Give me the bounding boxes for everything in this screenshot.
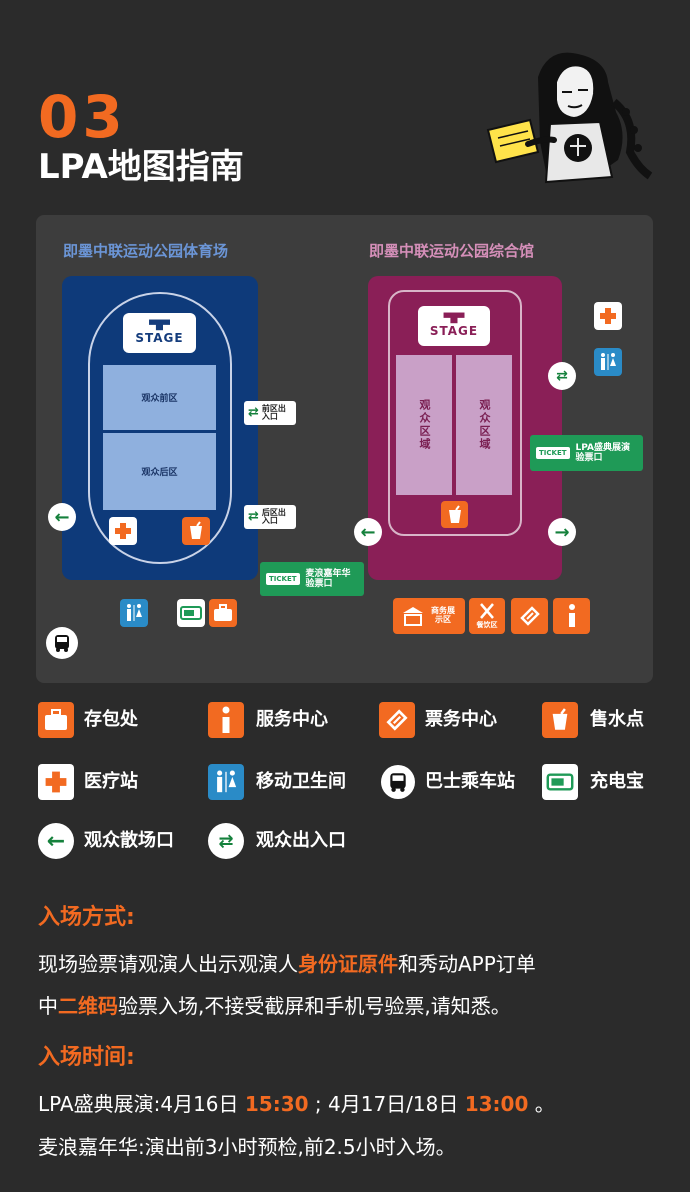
bus-icon — [381, 765, 415, 799]
toilet-icon — [208, 764, 244, 800]
lpa-ticket-check-sign: TICKET LPA盛典展演验票口 — [530, 435, 643, 471]
entry-exit-icon: ⇄ — [248, 509, 259, 525]
mailang-ticket-check-sign: TICKET 麦浪嘉年华验票口 — [260, 562, 364, 596]
tent-icon — [403, 607, 423, 626]
legend-label-ticket: 票务中心 — [425, 709, 497, 730]
legend-label-info: 服务中心 — [256, 709, 328, 730]
highlight-time-1530: 15:30 — [244, 1092, 309, 1116]
stadium-track — [88, 292, 232, 564]
front-audience-zone: 观众前区 — [103, 365, 216, 430]
legend-label-powerbank: 充电宝 — [590, 771, 644, 792]
cutlery-icon — [480, 603, 494, 619]
legend-label-bus: 巴士乘车站 — [425, 771, 515, 792]
entry-exit-icon: ⇄ — [248, 405, 259, 421]
medical-cross-icon — [594, 302, 622, 330]
info-icon — [208, 702, 244, 738]
entry-time-line2: 麦浪嘉年华:演出前3小时预检,前2.5小时入场。 — [38, 1135, 456, 1159]
business-area-sign: 商务展示区 — [393, 598, 465, 634]
highlight-id-card: 身份证原件 — [298, 952, 398, 976]
power-bank-icon — [542, 764, 578, 800]
entry-exit-icon: ⇄ — [548, 362, 576, 390]
entry-time-heading: 入场时间: — [38, 1045, 135, 1070]
entry-exit-icon: ⇄ — [208, 823, 244, 859]
stadium-stage: ▀█▀ STAGE — [123, 313, 196, 353]
drink-icon — [182, 517, 210, 545]
highlight-time-1300: 13:00 — [464, 1092, 529, 1116]
front-gate-sign: ⇄ 前区出入口 — [244, 401, 296, 425]
legend-label-luggage: 存包处 — [84, 709, 138, 730]
entry-method-heading: 入场方式: — [38, 905, 135, 930]
stage-logo-icon: ▀█▀ — [443, 313, 465, 324]
power-bank-icon — [177, 599, 205, 627]
dining-area-sign: 餐饮区 — [469, 598, 505, 634]
info-icon — [553, 598, 590, 634]
audience-zone-right: 观众区域 — [456, 355, 512, 495]
entry-time-line1: LPA盛典展演:4月16日 15:30 ; 4月17日/18日 13:00 。 — [38, 1092, 555, 1116]
exit-arrow-icon: ← — [354, 518, 382, 546]
toilet-icon — [120, 599, 148, 627]
arena-inner — [388, 290, 522, 536]
toilet-icon — [594, 348, 622, 376]
arena-stage: ▀█▀ STAGE — [418, 306, 490, 346]
entry-method-line1: 现场验票请观演人出示观演人身份证原件和秀动APP订单 — [38, 952, 536, 976]
legend-label-exit: 观众散场口 — [84, 830, 174, 851]
bus-icon — [46, 627, 78, 659]
section-title: LPA地图指南 — [38, 147, 244, 187]
drink-icon — [441, 501, 468, 528]
ticket-service-icon — [511, 598, 548, 634]
section-number: 03 — [38, 83, 127, 151]
legend-label-medical: 医疗站 — [84, 771, 138, 792]
left-venue-title: 即墨中联运动公园体育场 — [63, 242, 229, 260]
highlight-qr-code: 二维码 — [58, 994, 118, 1018]
entry-method-line2: 中二维码验票入场,不接受截屏和手机号验票,请知悉。 — [38, 994, 511, 1018]
exit-arrow-icon: ← — [38, 823, 74, 859]
exit-arrow-icon: ← — [48, 503, 76, 531]
luggage-icon — [38, 702, 74, 738]
legend-label-drink: 售水点 — [590, 709, 644, 730]
legend-luggage — [38, 702, 74, 738]
person-illustration — [486, 52, 653, 184]
right-venue-title: 即墨中联运动公园综合馆 — [369, 242, 535, 260]
legend-label-toilet: 移动卫生间 — [256, 771, 346, 792]
exit-arrow-icon: → — [548, 518, 576, 546]
legend-label-entry-exit: 观众出入口 — [256, 830, 346, 851]
medical-cross-icon — [38, 764, 74, 800]
luggage-icon — [209, 599, 237, 627]
medical-cross-icon — [109, 517, 137, 545]
drink-icon — [542, 702, 578, 738]
stage-logo-icon: ▀█▀ — [149, 320, 170, 331]
ticket-service-icon — [379, 702, 415, 738]
back-audience-zone: 观众后区 — [103, 433, 216, 510]
audience-zone-left: 观众区域 — [396, 355, 452, 495]
back-gate-sign: ⇄ 后区出入口 — [244, 505, 296, 529]
